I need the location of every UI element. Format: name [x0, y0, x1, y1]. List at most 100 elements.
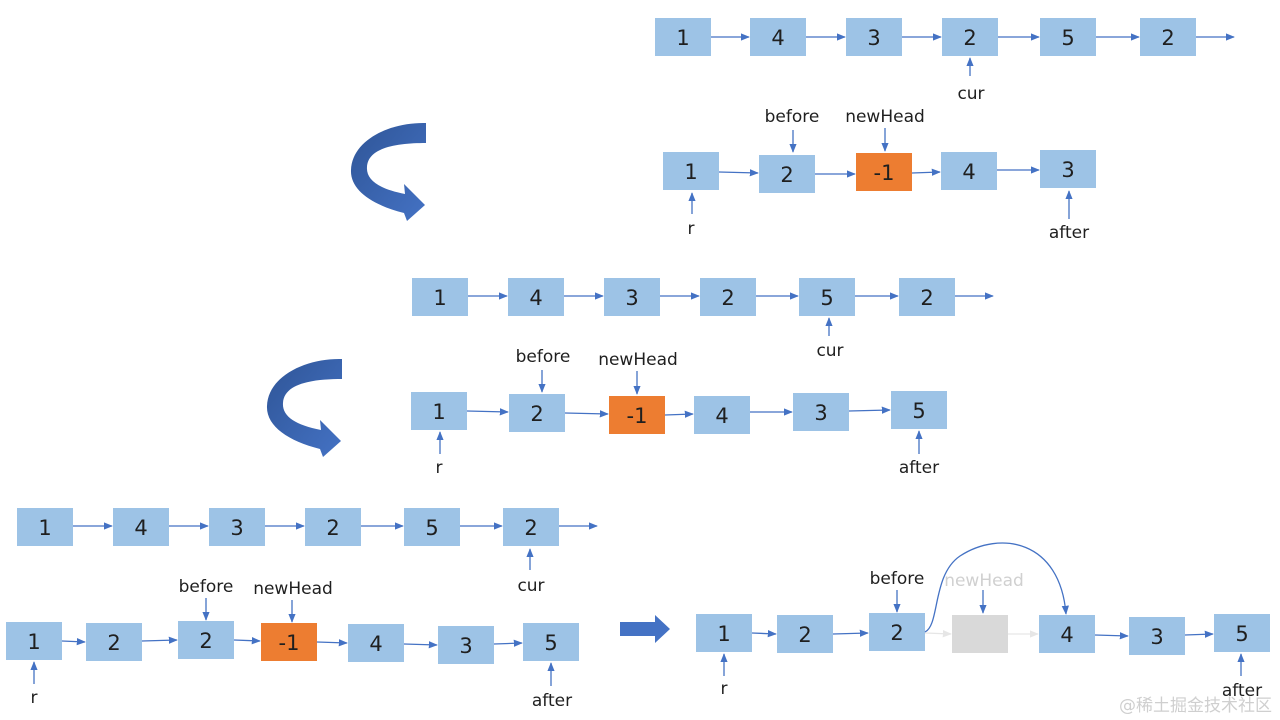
node-value: 5 — [1235, 622, 1248, 646]
list-node — [404, 508, 460, 546]
node-value: 5 — [425, 516, 438, 540]
list-node — [942, 18, 998, 56]
list-node — [793, 393, 849, 431]
list-node — [503, 508, 559, 546]
cur-label: cur — [957, 84, 984, 104]
list-node — [509, 394, 565, 432]
node-value: 3 — [867, 26, 880, 50]
node-value: 5 — [1061, 26, 1074, 50]
list-node — [178, 621, 234, 659]
node-value: 2 — [721, 286, 734, 310]
faded-arrow — [924, 630, 952, 638]
node-value: 5 — [912, 399, 925, 423]
node-value: 1 — [27, 630, 40, 654]
after-label: after — [1222, 681, 1262, 701]
node-value: -1 — [627, 404, 648, 428]
list-node — [891, 391, 947, 429]
node-value: 2 — [530, 402, 543, 426]
node-value: 1 — [432, 400, 445, 424]
node-value: 2 — [326, 516, 339, 540]
node-value: 1 — [684, 160, 697, 184]
list-node — [523, 623, 579, 661]
new-head-label: newHead — [845, 107, 925, 127]
list-node — [508, 278, 564, 316]
new-head-label: newHead — [598, 350, 678, 370]
stage1-result-list: 1 2 -1 4 3 r before newHead after — [663, 107, 1096, 243]
new-head-node — [856, 153, 912, 191]
next-arrows — [436, 370, 923, 454]
watermark: @稀土掘金技术社区 — [1119, 696, 1272, 716]
list-node — [1039, 615, 1095, 653]
list-node — [696, 614, 752, 652]
node-value: -1 — [874, 161, 895, 185]
node-value: 1 — [38, 516, 51, 540]
list-node — [86, 623, 142, 661]
list-node — [899, 278, 955, 316]
list-node — [1040, 18, 1096, 56]
cur-label: cur — [816, 341, 843, 361]
list-node — [759, 155, 815, 193]
node-value: 2 — [199, 629, 212, 653]
final-list: 1 2 2 4 3 5 r before newHead after — [696, 542, 1270, 701]
next-arrows — [73, 522, 598, 570]
list-node — [846, 18, 902, 56]
stage1-original-list: 1 4 3 2 5 2 cur — [655, 18, 1235, 104]
new-head-node — [261, 623, 317, 661]
node-value: 4 — [369, 632, 382, 656]
node-value: 1 — [676, 26, 689, 50]
stage3-original-list: 1 4 3 2 5 2 cur — [17, 508, 598, 596]
node-value: 2 — [890, 621, 903, 645]
r-label: r — [688, 219, 695, 239]
before-label: before — [179, 577, 234, 597]
before-label: before — [870, 569, 925, 589]
list-node — [941, 152, 997, 190]
node-value: -1 — [279, 631, 300, 655]
right-arrow-icon — [620, 615, 670, 643]
list-node — [869, 613, 925, 651]
node-value: 2 — [920, 286, 933, 310]
node-value: 4 — [771, 26, 784, 50]
node-value: 3 — [230, 516, 243, 540]
list-node — [694, 396, 750, 434]
list-node — [1040, 150, 1096, 188]
node-value: 2 — [798, 623, 811, 647]
node-value: 4 — [1060, 623, 1073, 647]
node-value: 4 — [529, 286, 542, 310]
list-node — [777, 615, 833, 653]
next-arrows — [720, 542, 1245, 676]
node-value: 4 — [715, 404, 728, 428]
before-label: before — [516, 347, 571, 367]
stage2-result-list: 1 2 -1 4 3 5 r before newHead after — [411, 347, 947, 478]
before-label: before — [765, 107, 820, 127]
node-value: 5 — [544, 631, 557, 655]
node-value: 5 — [820, 286, 833, 310]
node-value: 4 — [134, 516, 147, 540]
curved-arrow-icon — [350, 122, 426, 221]
list-node — [305, 508, 361, 546]
list-node — [6, 622, 62, 660]
list-node — [438, 626, 494, 664]
new-head-label: newHead — [253, 579, 333, 599]
node-value: 2 — [963, 26, 976, 50]
list-node — [412, 278, 468, 316]
node-value: 1 — [717, 622, 730, 646]
faded-new-head-node — [952, 615, 1008, 653]
list-node — [750, 18, 806, 56]
node-value: 3 — [1150, 625, 1163, 649]
list-node — [1140, 18, 1196, 56]
r-label: r — [31, 688, 38, 708]
next-arrows — [688, 128, 1073, 219]
new-head-node — [609, 396, 665, 434]
list-node — [17, 508, 73, 546]
list-node — [113, 508, 169, 546]
next-arrows — [30, 598, 555, 686]
list-node — [411, 392, 467, 430]
node-value: 3 — [814, 401, 827, 425]
next-arrows — [468, 292, 994, 336]
list-node — [700, 278, 756, 316]
node-value: 2 — [524, 516, 537, 540]
node-value: 3 — [625, 286, 638, 310]
list-node — [348, 624, 404, 662]
list-node — [604, 278, 660, 316]
